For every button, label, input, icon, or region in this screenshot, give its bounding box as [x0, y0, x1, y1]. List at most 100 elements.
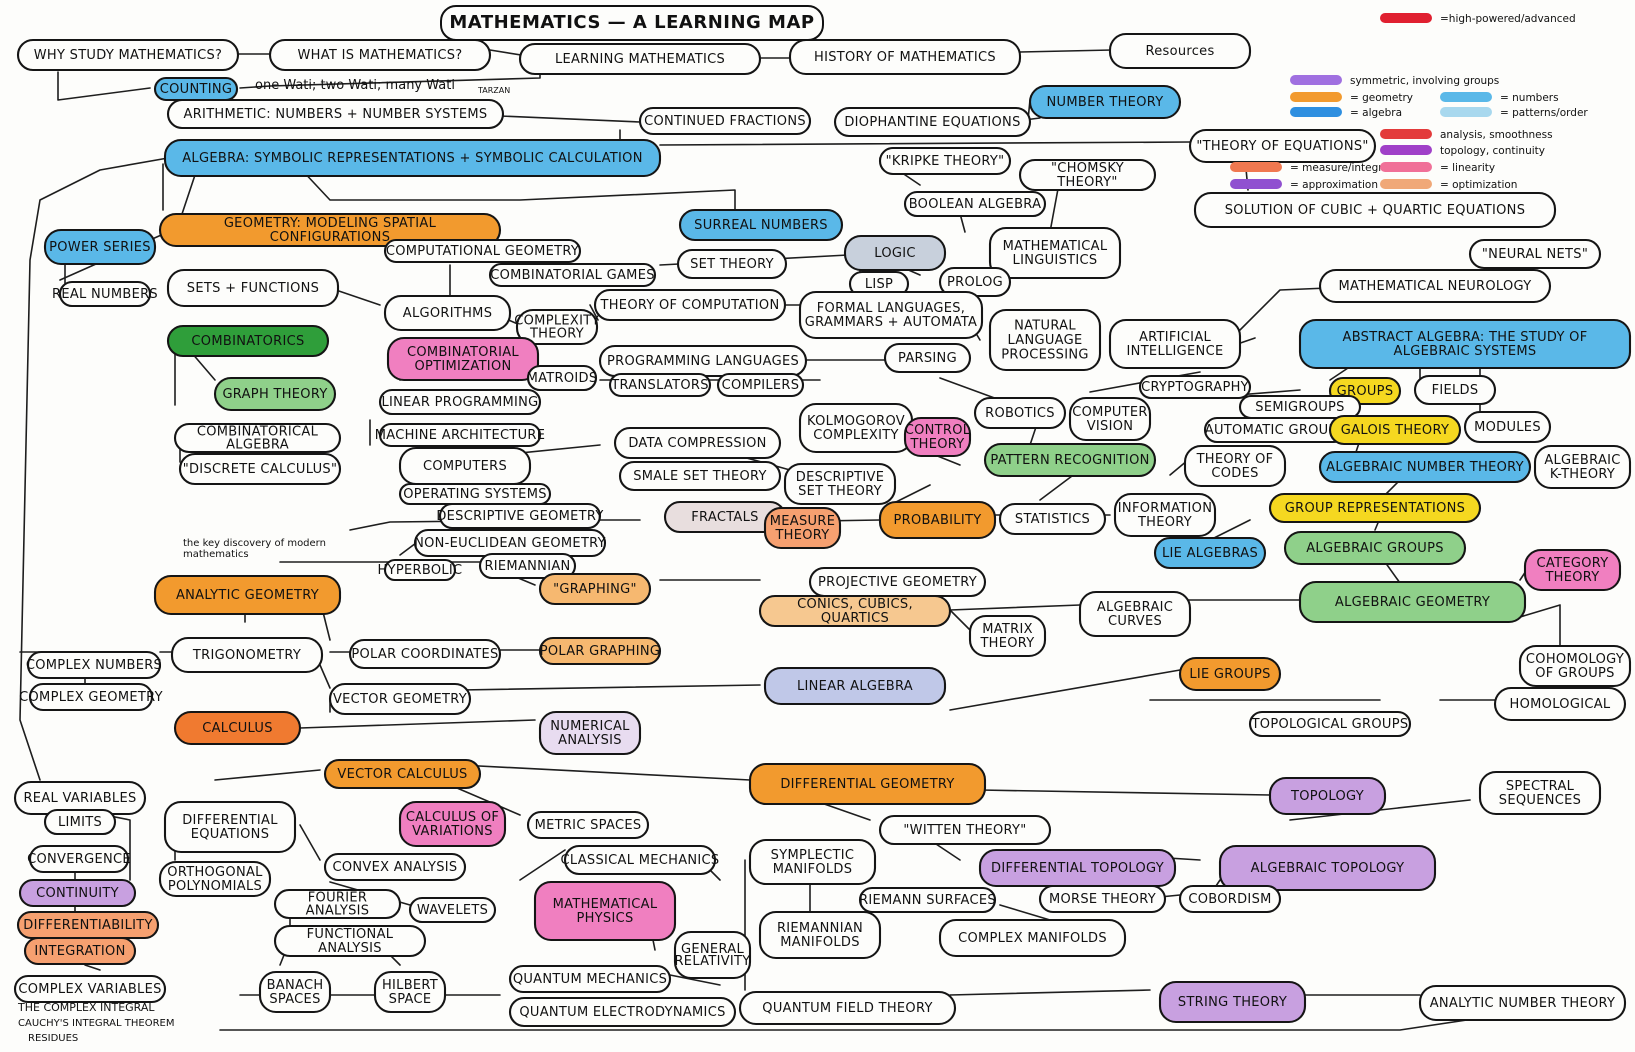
node-combinatorics: COMBINATORICS [166, 324, 330, 358]
node-boolean: BOOLEAN ALGEBRA [903, 190, 1047, 218]
node-probability: PROBABILITY [878, 500, 997, 540]
node-differential-topology: DIFFERENTIAL TOPOLOGY [978, 848, 1177, 888]
node-box-calculus-variations [398, 800, 507, 848]
legend-swatch-11 [1380, 179, 1432, 189]
node-cubic-quartic: SOLUTION OF CUBIC + QUARTIC EQUATIONS [1193, 191, 1557, 229]
node-automatic-groups: AUTOMATIC GROUPS [1203, 416, 1347, 444]
node-box-descriptive-set [783, 462, 897, 506]
legend-label-0: =high-powered/advanced [1440, 13, 1576, 25]
legend-swatch-4 [1440, 92, 1492, 102]
node-box-continuity [18, 878, 137, 908]
node-label-semigroups: SEMIGROUPS [1255, 400, 1344, 415]
node-counting: COUNTING [153, 76, 239, 102]
node-box-numerical-analysis [538, 710, 642, 756]
node-box-machine-arch [378, 422, 542, 448]
node-box-algebraic-groups [1283, 530, 1467, 566]
node-logic: LOGIC [843, 234, 947, 272]
node-descriptive-geometry: DESCRIPTIVE GEOMETRY [436, 502, 603, 530]
node-label-classical-mechanics: CLASSICAL MECHANICS [561, 853, 720, 868]
node-box-real-numbers [58, 280, 152, 308]
node-label-logic: LOGIC [874, 246, 916, 261]
node-history: HISTORY OF MATHEMATICS [788, 38, 1022, 76]
node-differential-geometry: DIFFERENTIAL GEOMETRY [748, 762, 987, 806]
node-box-math-physics [533, 880, 677, 942]
node-graphing: "GRAPHING" [538, 572, 652, 606]
node-theory-equations: "THEORY OF EQUATIONS" [1188, 128, 1377, 164]
node-box-linear-programming [378, 388, 542, 416]
node-box-boolean [903, 190, 1047, 218]
node-box-cohomology-groups [1518, 644, 1632, 688]
node-trigonometry: TRIGONOMETRY [170, 636, 324, 674]
node-box-witten [878, 814, 1052, 846]
node-prolog: PROLOG [938, 266, 1012, 298]
node-label-cubic-quartic: SOLUTION OF CUBIC + QUARTIC EQUATIONS [1225, 203, 1526, 218]
node-alg-number-theory: ALGEBRAIC NUMBER THEORY [1318, 450, 1532, 484]
node-label-theory-computation: THEORY OF COMPUTATION [599, 298, 779, 313]
node-label-complex-numbers: COMPLEX NUMBERS [26, 658, 162, 673]
legend-label-4: = numbers [1500, 92, 1559, 104]
node-box-quantum-mechanics [508, 964, 672, 994]
node-convergence: CONVERGENCE [27, 844, 131, 874]
node-label-witten: "WITTEN THEORY" [903, 823, 1026, 838]
node-galois: GALOIS THEORY [1328, 414, 1462, 446]
node-parsing: PARSING [883, 342, 972, 374]
node-label-linear-programming: LINEAR PROGRAMMING [381, 395, 538, 410]
node-box-complex-manifolds [938, 918, 1127, 958]
node-matroids: MATROIDS [527, 364, 598, 392]
node-box-vector-geometry [328, 682, 472, 716]
node-algebraic-geometry: ALGEBRAIC GEOMETRY [1298, 580, 1527, 624]
node-box-fourier [273, 888, 402, 920]
node-label-conics: CONICS, CUBICS,QUARTICS [797, 597, 913, 626]
node-label-machine-arch: MACHINE ARCHITECTURE [375, 428, 546, 443]
node-box-analytic-geometry [153, 574, 342, 616]
node-limits: LIMITS [43, 808, 117, 836]
legend-label-11: = optimization [1440, 179, 1517, 191]
legend-swatch-9 [1380, 162, 1432, 172]
node-vector-geometry: VECTOR GEOMETRY [328, 682, 472, 716]
node-box-modules [1463, 410, 1552, 444]
node-box-qft [738, 990, 957, 1026]
node-box-complexity [515, 308, 599, 346]
node-data-compression: DATA COMPRESSION [613, 426, 782, 460]
node-pattern-recognition: PATTERN RECOGNITION [983, 442, 1157, 478]
node-label-operating-systems: OPERATING SYSTEMS [403, 487, 547, 502]
node-box-riemannian [478, 552, 577, 580]
node-box-conics [758, 594, 952, 628]
node-cryptography: CRYPTOGRAPHY [1138, 374, 1252, 400]
node-box-comb-algebra [173, 422, 342, 454]
node-box-convergence [28, 844, 130, 874]
node-label-wavelets: WAVELETS [417, 903, 488, 918]
node-label-galois: GALOIS THEORY [1341, 423, 1449, 438]
node-box-why-study [16, 38, 240, 72]
node-topology: TOPOLOGY [1268, 776, 1387, 816]
note-cauchy: CAUCHY'S INTEGRAL THEOREM [18, 1018, 175, 1029]
node-box-complex-numbers [26, 650, 162, 680]
node-box-polar-graphing [538, 636, 662, 666]
node-label-automatic-groups: AUTOMATIC GROUPS [1205, 423, 1345, 438]
node-learning: LEARNING MATHEMATICS [518, 42, 762, 76]
node-label-matroids: MATROIDS [527, 371, 598, 386]
node-label-counting: COUNTING [160, 82, 233, 97]
node-box-alg-number-theory [1318, 450, 1532, 484]
